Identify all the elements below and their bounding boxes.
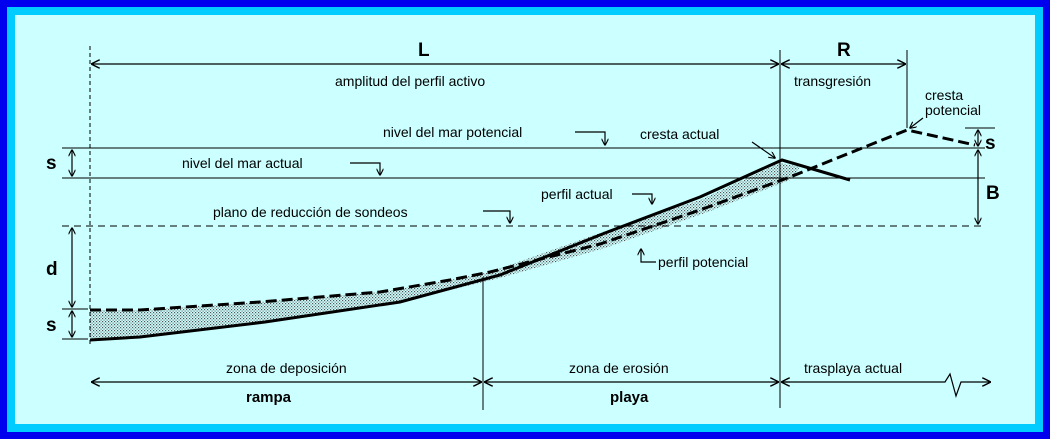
cresta-potencial-label-2: potencial	[925, 102, 981, 118]
s-right-label: s	[985, 133, 996, 154]
nivel-actual-leader	[350, 162, 380, 175]
rampa-label: rampa	[246, 389, 292, 406]
s-top-label: s	[46, 153, 57, 174]
potential-profile-line	[90, 128, 976, 312]
perfil-actual-label: perfil actual	[541, 186, 613, 202]
B-label: B	[986, 183, 1000, 204]
nivel-actual-label: nivel del mar actual	[182, 155, 303, 171]
cresta-potencial-label-1: cresta	[925, 87, 963, 103]
playa-label: playa	[610, 389, 649, 406]
R-label: R	[837, 40, 851, 61]
transgresion-label: transgresión	[794, 73, 871, 89]
trasplaya-actual-label: trasplaya actual	[804, 360, 902, 376]
perfil-potencial-leader	[641, 249, 656, 263]
plano-reduccion-label: plano de reducción de sondeos	[213, 204, 408, 220]
plano-reduccion-leader	[483, 210, 510, 223]
zona-deposicion-label: zona de deposición	[226, 360, 347, 376]
nivel-potencial-label: nivel del mar potencial	[383, 124, 522, 140]
amplitud-label: amplitud del perfil activo	[335, 73, 485, 89]
actual-profile-line	[89, 158, 851, 342]
deposition-area	[90, 163, 800, 340]
cresta-actual-leader	[751, 141, 775, 158]
perfil-potencial-label: perfil potencial	[658, 254, 748, 270]
perfil-actual-leader	[632, 193, 652, 204]
backshore-arrow	[782, 372, 990, 398]
d-label: d	[46, 259, 58, 280]
diagram-panel	[15, 15, 1035, 424]
cresta-actual-label: cresta actual	[640, 126, 719, 142]
nivel-potencial-leader	[575, 131, 605, 145]
L-label: L	[418, 40, 430, 61]
cresta-potencial-leader	[910, 117, 924, 128]
zona-erosion-label: zona de erosión	[569, 360, 669, 376]
s-bottom-label: s	[46, 315, 57, 336]
